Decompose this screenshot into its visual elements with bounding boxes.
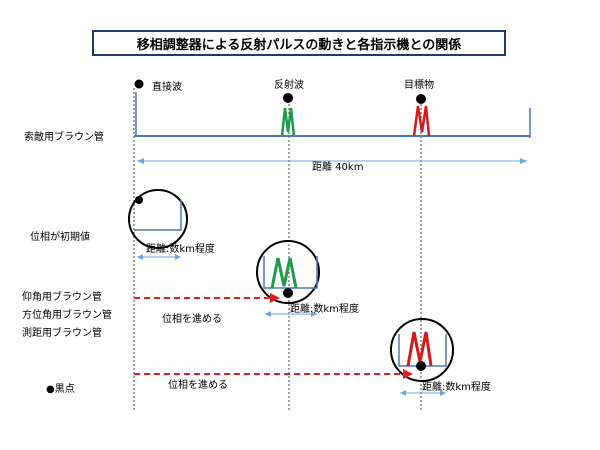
label-phase-initial: 位相が初期値 <box>30 232 90 243</box>
window-3-dot <box>416 361 426 371</box>
total-distance-arrowhead-right <box>520 158 527 164</box>
target-pulse <box>412 105 431 137</box>
window-1-frame <box>134 200 182 231</box>
label-target: 目標物 <box>404 80 434 91</box>
reflected-pulse <box>280 107 296 137</box>
window-1-range-arrowhead-right <box>175 254 181 260</box>
marker-target-dot <box>416 94 426 104</box>
window-3-circle <box>390 318 454 382</box>
label-black-dot: ●黒点 <box>46 384 75 395</box>
phase-advance-arrowhead-2 <box>403 369 413 379</box>
window-2-range-arrowhead-right <box>311 311 317 317</box>
total-distance-arrowhead-left <box>137 158 144 164</box>
window-1-range-arrowhead-left <box>137 254 143 260</box>
window-2-circle <box>256 240 320 304</box>
window-3-pulse <box>406 331 433 367</box>
window-2-range-arrowhead-left <box>265 311 271 317</box>
window-3-range-arrowhead-right <box>440 390 446 396</box>
label-phase-advance-1: 位相を進める <box>162 314 222 325</box>
diagram-title: 移相調整器による反射パルスの動きと各指示機との関係 <box>92 30 506 56</box>
window-2-pulse <box>270 257 298 289</box>
window-1-circle <box>128 189 188 249</box>
label-elevation-scope: 仰角用ブラウン管 <box>22 292 102 303</box>
window-3-range-arrowhead-left <box>400 390 406 396</box>
label-window-3-distance: 距離:数km程度 <box>422 382 491 393</box>
label-phase-advance-2: 位相を進める <box>168 380 228 391</box>
label-search-scope: 索敵用ブラウン管 <box>24 132 104 143</box>
window-1-dot <box>135 196 143 204</box>
label-window-1-distance: 距離:数km程度 <box>146 244 215 255</box>
label-window-2-distance: 距離:数km程度 <box>290 304 359 315</box>
marker-reflected-dot <box>283 93 293 103</box>
label-range-scope: 測距用ブラウン管 <box>22 328 102 339</box>
label-bearing-scope: 方位角用ブラウン管 <box>22 310 112 321</box>
marker-direct-dot <box>134 79 144 89</box>
window-2-dot <box>283 288 293 298</box>
label-reflected-wave: 反射波 <box>274 80 304 91</box>
phase-advance-arrowhead-1 <box>270 293 280 303</box>
window-2-frame <box>263 256 318 289</box>
label-direct-wave: 直接波 <box>152 82 182 93</box>
label-total-distance: 距離 40km <box>312 162 364 173</box>
